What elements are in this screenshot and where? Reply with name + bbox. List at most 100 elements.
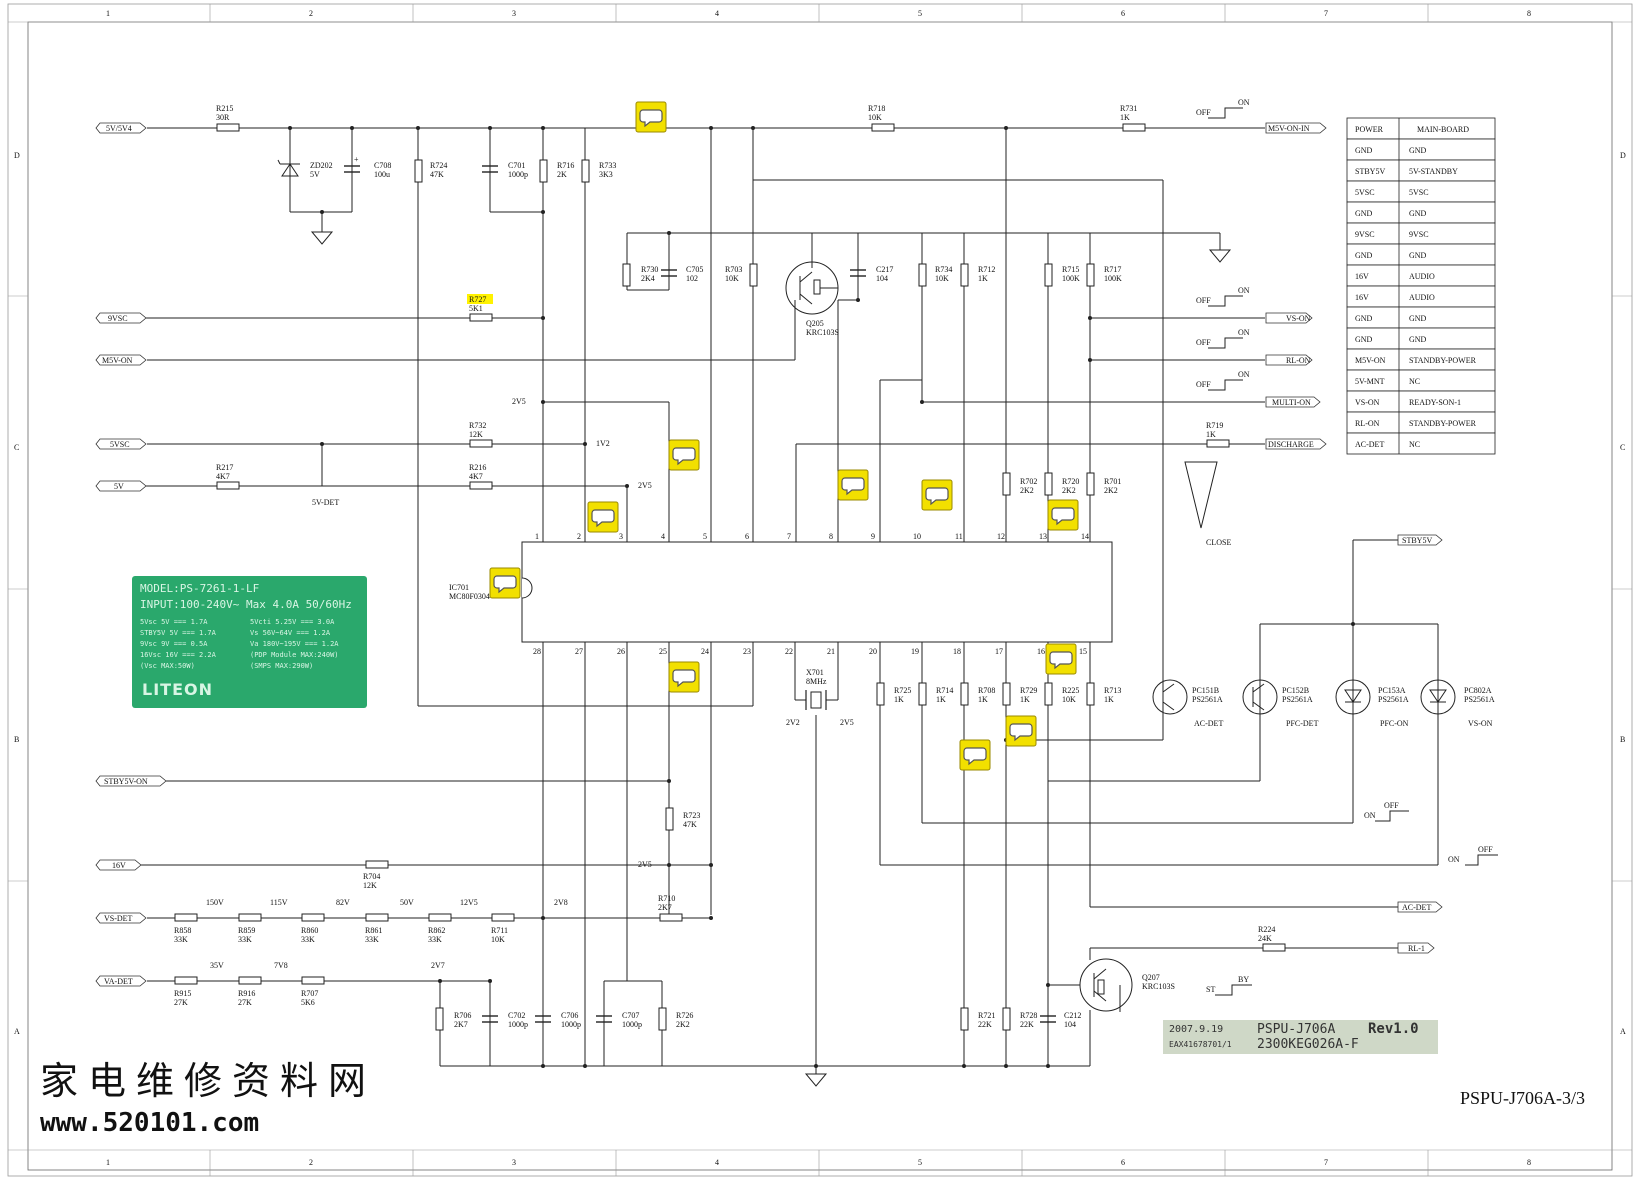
svg-text:R715: R715	[1062, 265, 1079, 274]
crystal-x701	[805, 690, 827, 710]
note-icon[interactable]	[1045, 643, 1077, 675]
svg-text:100K: 100K	[1104, 274, 1122, 283]
psu-rating: 9Vsc 9V === 0.5A	[140, 640, 208, 648]
port-5vsc: 5VSC	[95, 438, 147, 450]
svg-text:R719: R719	[1206, 421, 1223, 430]
ic-pin-number: 12	[997, 532, 1005, 541]
svg-text:R716: R716	[557, 161, 574, 170]
col-label: 8	[1527, 9, 1531, 18]
psu-rating: 16Vsc 16V === 2.2A	[140, 651, 216, 659]
transistor-q205	[785, 261, 839, 315]
connector-table-cell: STANDBY-POWER	[1409, 419, 1477, 428]
svg-text:R858: R858	[174, 926, 191, 935]
port-rl-1: RL-1	[1397, 942, 1435, 954]
sheet-title: PSPU-J706A-3/3	[1460, 1088, 1586, 1108]
svg-text:R723: R723	[683, 811, 700, 820]
connector-table-cell: VS-ON	[1355, 398, 1380, 407]
col-label: 1	[106, 1158, 110, 1167]
svg-text:STBY5V-ON: STBY5V-ON	[104, 777, 148, 786]
svg-text:1000p: 1000p	[622, 1020, 642, 1029]
switch-marks	[1208, 107, 1498, 996]
note-icon[interactable]	[1047, 499, 1079, 531]
svg-text:33K: 33K	[428, 935, 442, 944]
col-label: 4	[715, 9, 719, 18]
svg-text:MC80F0304: MC80F0304	[449, 592, 490, 601]
wires	[140, 127, 1439, 1074]
sheet-frame: 1 2 3 4 5 6 7 8 1 2 3 4 5 6 7 8 D C B A …	[7, 3, 1633, 1177]
svg-text:R714: R714	[936, 686, 953, 695]
svg-text:C217: C217	[876, 265, 893, 274]
note-icon[interactable]	[668, 439, 700, 471]
svg-text:MULTI-ON: MULTI-ON	[1272, 398, 1311, 407]
svg-text:PS2561A: PS2561A	[1378, 695, 1409, 704]
svg-text:R734: R734	[935, 265, 952, 274]
svg-text:C705: C705	[686, 265, 703, 274]
svg-text:R862: R862	[428, 926, 445, 935]
svg-text:2K2: 2K2	[1020, 486, 1034, 495]
ic-pin-number: 21	[827, 647, 835, 656]
ic-pin-number: 16	[1037, 647, 1045, 656]
close-indicator-shape	[1184, 461, 1218, 529]
connector-table-cell: 5V-MNT	[1355, 377, 1385, 386]
svg-text:R915: R915	[174, 989, 191, 998]
svg-text:5VSC: 5VSC	[110, 440, 130, 449]
psu-rating: (PDP Module MAX:240W)	[250, 651, 339, 659]
svg-text:PC152B: PC152B	[1282, 686, 1309, 695]
note-icon[interactable]	[837, 469, 869, 501]
svg-text:R721: R721	[978, 1011, 995, 1020]
note-icon[interactable]	[587, 501, 619, 533]
note-icon[interactable]	[959, 739, 991, 771]
note-icon[interactable]	[1005, 715, 1037, 747]
svg-text:100K: 100K	[1062, 274, 1080, 283]
watermark-cn: 家电维修资料网	[40, 1059, 377, 1103]
svg-text:1K: 1K	[1120, 113, 1130, 122]
psu-model: MODEL:PS-7261-1-LF	[140, 582, 260, 595]
svg-text:ON: ON	[1238, 328, 1250, 337]
transistor-q207	[1079, 958, 1133, 1012]
svg-text:VA-DET: VA-DET	[104, 977, 133, 986]
svg-text:RL-ON: RL-ON	[1286, 356, 1311, 365]
svg-text:R707: R707	[301, 989, 318, 998]
note-icon[interactable]	[668, 661, 700, 693]
svg-text:50V: 50V	[400, 898, 414, 907]
ic-pin-number: 4	[661, 532, 665, 541]
svg-text:C708: C708	[374, 161, 391, 170]
svg-text:R732: R732	[469, 421, 486, 430]
svg-text:1K: 1K	[936, 695, 946, 704]
connector-table-cell: AUDIO	[1409, 293, 1435, 302]
board-code: EAX41678701/1	[1169, 1040, 1232, 1049]
svg-text:47K: 47K	[430, 170, 444, 179]
psu-rating: STBY5V 5V === 1.7A	[140, 629, 216, 637]
svg-text:OFF: OFF	[1478, 845, 1493, 854]
svg-text:12K: 12K	[363, 881, 377, 890]
svg-text:R733: R733	[599, 161, 616, 170]
svg-text:2K7: 2K7	[658, 903, 672, 912]
row-label: C	[14, 443, 19, 452]
resistors-horizontal	[174, 123, 1286, 985]
svg-text:10K: 10K	[935, 274, 949, 283]
note-icon[interactable]	[489, 567, 521, 599]
connector-table-cell: GND	[1355, 251, 1373, 260]
svg-text:R217: R217	[216, 463, 233, 472]
svg-text:104: 104	[1064, 1020, 1076, 1029]
ic-pin-number: 5	[703, 532, 707, 541]
connector-table-cell: GND	[1355, 146, 1373, 155]
connector-table-cell: 5VSC	[1355, 188, 1375, 197]
svg-text:M5V-ON: M5V-ON	[102, 356, 133, 365]
svg-text:R731: R731	[1120, 104, 1137, 113]
psu-input: INPUT:100-240V~ Max 4.0A 50/60Hz	[140, 598, 352, 611]
ic-pin-number: 20	[869, 647, 877, 656]
note-icon[interactable]	[635, 101, 667, 133]
note-icon[interactable]	[921, 479, 953, 511]
zener-diode	[277, 159, 300, 177]
connector-table-cell: NC	[1409, 440, 1420, 449]
liteon-logo: LITEON	[142, 680, 213, 699]
col-label: 4	[715, 1158, 719, 1167]
svg-text:30R: 30R	[216, 113, 230, 122]
